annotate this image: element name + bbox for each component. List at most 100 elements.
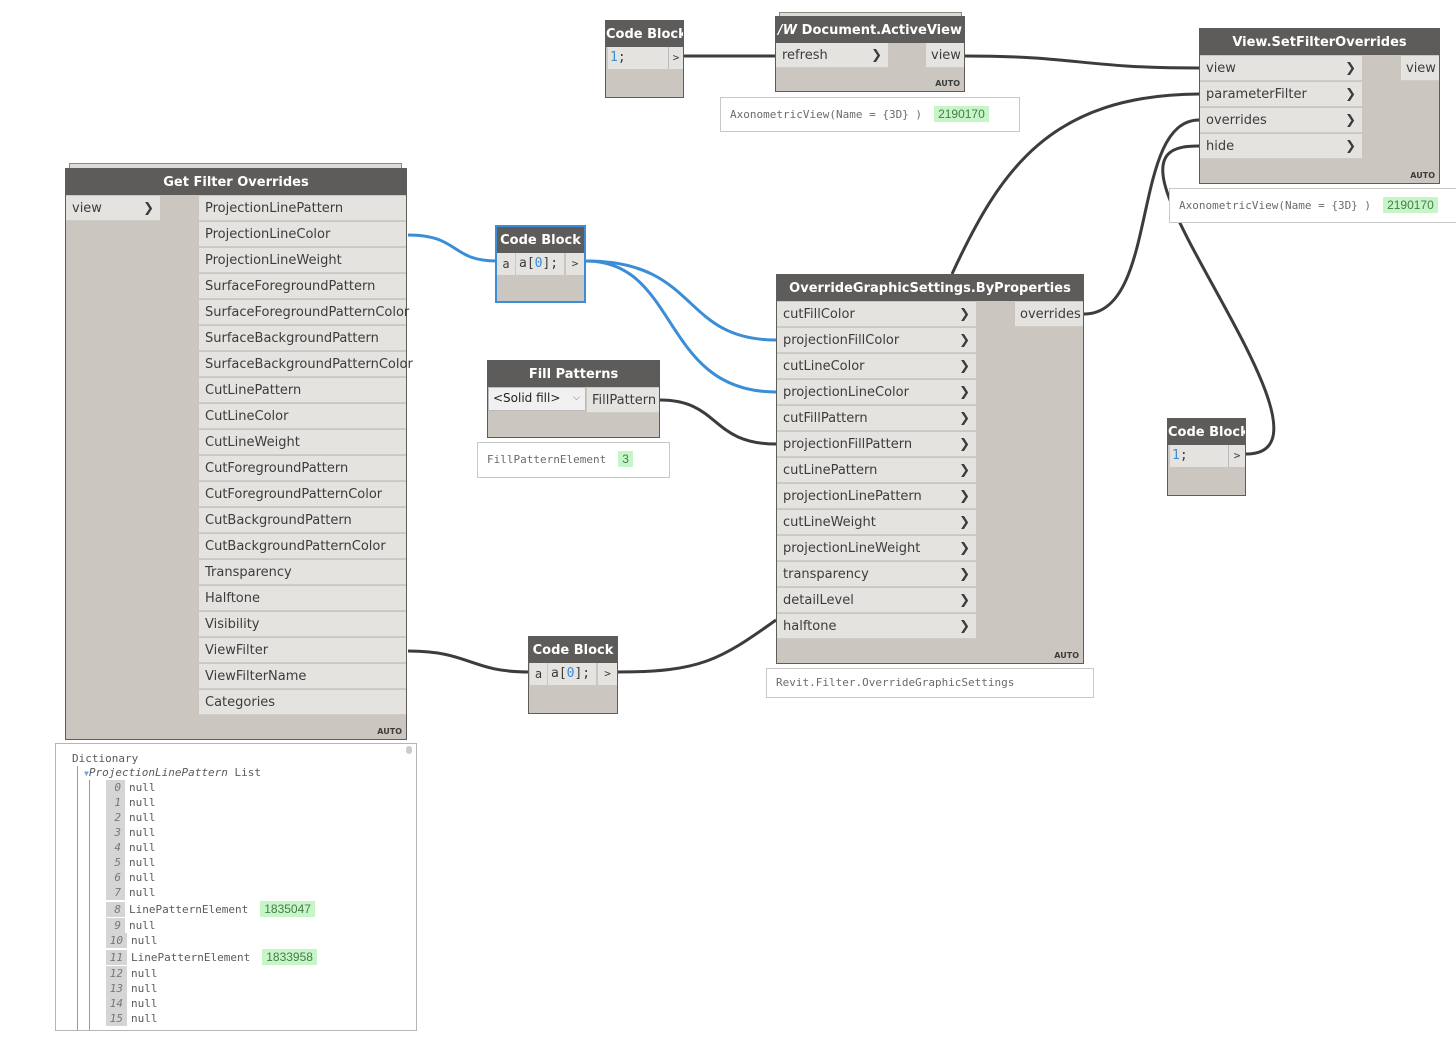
code-editor[interactable]: a[0]; (516, 253, 564, 275)
output-port-surfaceforegroundpattern[interactable]: SurfaceForegroundPattern (199, 274, 406, 299)
chevron-right-icon: ❯ (1345, 61, 1356, 76)
wire-codeblock-to-projectionfillcolor (585, 259, 777, 342)
output-port-fillpattern[interactable]: FillPattern (587, 388, 659, 413)
lacing-label: AUTO (935, 79, 960, 88)
chevron-right-icon: ❯ (1345, 113, 1356, 128)
input-port-projectionfillcolor[interactable]: projectionFillColor❯ (777, 328, 976, 353)
active-view-node[interactable]: /W Document.ActiveView refresh❯ view AUT… (775, 16, 965, 92)
output-port-projectionlinecolor[interactable]: ProjectionLineColor (199, 222, 406, 247)
output-port-overrides[interactable]: overrides (1015, 302, 1083, 327)
output-port-view[interactable]: view (926, 43, 964, 68)
input-port-cutfillpattern[interactable]: cutFillPattern❯ (777, 406, 976, 431)
output-port[interactable]: > (566, 253, 584, 275)
list-index: 9 (106, 918, 125, 933)
chevron-right-icon: ❯ (959, 463, 970, 478)
fill-pattern-dropdown[interactable]: <Solid fill> ⌵ (488, 387, 586, 411)
input-port-cutlinepattern[interactable]: cutLinePattern❯ (777, 458, 976, 483)
output-port-projectionlineweight[interactable]: ProjectionLineWeight (199, 248, 406, 273)
input-port-cutfillcolor[interactable]: cutFillColor❯ (777, 302, 976, 327)
list-index: 8 (106, 902, 125, 917)
code-editor[interactable]: a[0]; (548, 663, 596, 685)
output-port-cutbackgroundpatterncolor[interactable]: CutBackgroundPatternColor (199, 534, 406, 559)
chevron-right-icon: ❯ (1345, 87, 1356, 102)
input-port-detaillevel[interactable]: detailLevel❯ (777, 588, 976, 613)
chevron-right-icon: ❯ (959, 489, 970, 504)
input-port-a[interactable]: a (530, 663, 547, 685)
code-editor[interactable]: 1; (608, 47, 673, 69)
scrollbar-thumb[interactable] (406, 746, 412, 754)
output-port-cutbackgroundpattern[interactable]: CutBackgroundPattern (199, 508, 406, 533)
chevron-right-icon: ❯ (959, 515, 970, 530)
input-port-projectionfillpattern[interactable]: projectionFillPattern❯ (777, 432, 976, 457)
input-port-projectionlineweight[interactable]: projectionLineWeight❯ (777, 536, 976, 561)
output-port-cutforegroundpattern[interactable]: CutForegroundPattern (199, 456, 406, 481)
list-index: 15 (106, 1011, 127, 1026)
code-editor[interactable]: 1; (1170, 445, 1235, 467)
list-key-row[interactable]: ▼ProjectionLinePattern List (84, 766, 262, 779)
output-port-surfacebackgroundpatterncolor[interactable]: SurfaceBackgroundPatternColor (199, 352, 413, 377)
output-port-cutlinecolor[interactable]: CutLineColor (199, 404, 406, 429)
element-id-badge[interactable]: 1835047 (260, 901, 315, 917)
output-port[interactable]: > (598, 663, 617, 685)
input-port-projectionlinecolor[interactable]: projectionLineColor❯ (777, 380, 976, 405)
output-port-categories[interactable]: Categories (199, 690, 406, 715)
input-port-a[interactable]: a (497, 253, 515, 275)
fill-patterns-node[interactable]: Fill Patterns <Solid fill> ⌵ FillPattern (487, 360, 660, 438)
set-filter-overrides-node[interactable]: View.SetFilterOverrides view❯ parameterF… (1199, 28, 1440, 184)
list-value: null (131, 1012, 158, 1025)
watch-list-item: 15 null (106, 1011, 158, 1026)
output-port-halftone[interactable]: Halftone (199, 586, 406, 611)
expand-triangle-icon[interactable]: ▼ (84, 769, 89, 778)
input-port-view[interactable]: view❯ (1200, 56, 1362, 81)
node-title: Code Block (606, 21, 683, 47)
input-port-hide[interactable]: hide❯ (1200, 134, 1362, 159)
list-index: 14 (106, 996, 127, 1011)
lacing-label: AUTO (377, 727, 402, 736)
code-block-node-selected[interactable]: Code Block a a[0]; > (495, 225, 586, 303)
code-block-node-right[interactable]: Code Block 1; > (1167, 418, 1246, 496)
chevron-right-icon: ❯ (871, 48, 882, 63)
output-port-cutlineweight[interactable]: CutLineWeight (199, 430, 406, 455)
input-port-refresh[interactable]: refresh❯ (776, 43, 888, 68)
input-port-projectionlinepattern[interactable]: projectionLinePattern❯ (777, 484, 976, 509)
output-port-view[interactable]: view (1401, 56, 1439, 81)
list-value: null (131, 934, 158, 947)
list-index: 13 (106, 981, 127, 996)
input-port-parameterfilter[interactable]: parameterFilter❯ (1200, 82, 1362, 107)
output-port-surfacebackgroundpattern[interactable]: SurfaceBackgroundPattern (199, 326, 406, 351)
watch-preview-panel[interactable]: Dictionary ▼ProjectionLinePattern List 0… (55, 743, 417, 1031)
node-title: /W Document.ActiveView (776, 17, 964, 43)
output-port[interactable]: > (1228, 445, 1245, 467)
code-block-node-top[interactable]: Code Block 1; > (605, 20, 684, 98)
input-port-cutlinecolor[interactable]: cutLineColor❯ (777, 354, 976, 379)
wire-fillpattern-to-projectionfillpattern (659, 398, 777, 446)
output-port-cutforegroundpatterncolor[interactable]: CutForegroundPatternColor (199, 482, 406, 507)
code-block-node-bottom[interactable]: Code Block a a[0]; > (528, 636, 618, 714)
element-id-badge[interactable]: 1833958 (262, 949, 317, 965)
output-port-visibility[interactable]: Visibility (199, 612, 406, 637)
list-index: 1 (106, 795, 125, 810)
input-port-overrides[interactable]: overrides❯ (1200, 108, 1362, 133)
list-value: null (131, 982, 158, 995)
input-port-halftone[interactable]: halftone❯ (777, 614, 976, 639)
input-port-transparency[interactable]: transparency❯ (777, 562, 976, 587)
element-id-badge[interactable]: 2190170 (934, 106, 989, 122)
element-id-badge[interactable]: 3 (618, 451, 633, 467)
preview-bubble: AxonometricView(Name = {3D} )2190170 (1169, 188, 1456, 223)
list-value: null (129, 811, 156, 824)
output-port-cutlinepattern[interactable]: CutLinePattern (199, 378, 406, 403)
list-value: null (129, 856, 156, 869)
override-graphic-settings-node[interactable]: OverrideGraphicSettings.ByProperties cut… (776, 274, 1084, 664)
output-port-surfaceforegroundpatterncolor[interactable]: SurfaceForegroundPatternColor (199, 300, 409, 325)
input-port-view[interactable]: view❯ (66, 196, 160, 221)
node-title: Fill Patterns (488, 361, 659, 387)
output-port-transparency[interactable]: Transparency (199, 560, 406, 585)
get-filter-overrides-node[interactable]: Get Filter Overrides view❯ ProjectionLin… (65, 168, 413, 740)
output-port-viewfiltername[interactable]: ViewFilterName (199, 664, 406, 689)
element-id-badge[interactable]: 2190170 (1383, 197, 1438, 213)
output-port[interactable]: > (668, 47, 683, 69)
input-port-cutlineweight[interactable]: cutLineWeight❯ (777, 510, 976, 535)
output-port-projectionlinepattern[interactable]: ProjectionLinePattern (199, 196, 406, 221)
output-port-viewfilter[interactable]: ViewFilter (199, 638, 406, 663)
